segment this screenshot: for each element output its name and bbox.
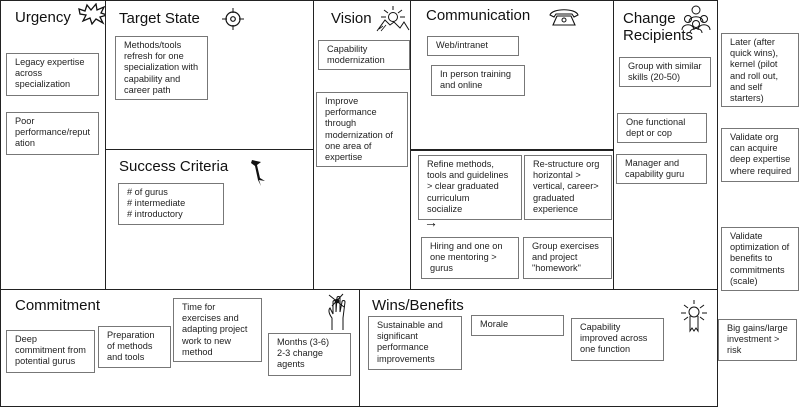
change-recipients-note: One functional dept or cop	[617, 113, 707, 143]
commitment-note: Deep commitment from potential gurus	[6, 330, 95, 373]
side-note: Validate optimization of benefits to com…	[721, 227, 799, 291]
communication-note: Web/intranet	[427, 36, 519, 56]
change-recipients-note: Group with similar skills (20-50)	[619, 57, 711, 87]
wins-benefits-note: Capability improved across one function	[571, 318, 664, 361]
target-state-title: Target State	[119, 10, 200, 27]
change-recipients-panel	[613, 0, 718, 291]
telephone-icon	[548, 7, 580, 27]
wins-benefits-title: Wins/Benefits	[372, 297, 464, 314]
urgency-note: Poor performance/reput ation	[6, 112, 99, 155]
commitment-note: Preparation of methods and tools	[98, 326, 171, 368]
arrow-right-icon: →	[424, 214, 438, 230]
sun-over-mountains-icon	[376, 5, 410, 33]
success-criteria-title: Success Criteria	[119, 158, 229, 175]
communication-note: Hiring and one on one mentoring > gurus	[421, 237, 519, 279]
vision-note: Capability modernization	[318, 40, 410, 70]
communication-note: Group exercises and project "homework"	[523, 237, 612, 279]
change-recipients-title: Change Recipients	[623, 10, 694, 44]
side-note: Validate org can acquire deep expertise …	[721, 128, 799, 182]
communication-note: Refine methods, tools and guidelines > c…	[418, 155, 522, 220]
crossed-fingers-hand-icon	[324, 292, 350, 332]
change-recipients-note: Manager and capability guru	[616, 154, 707, 184]
flag-pennant-icon	[250, 158, 268, 188]
people-group-icon	[680, 4, 712, 34]
vision-title: Vision	[331, 10, 372, 27]
communication-divider	[410, 149, 615, 151]
urgency-title: Urgency	[15, 9, 71, 26]
side-note: Big gains/large investment > risk	[718, 319, 797, 361]
wins-benefits-note: Morale	[471, 315, 564, 336]
commitment-title: Commitment	[15, 297, 101, 314]
explosion-burst-icon	[78, 3, 108, 25]
urgency-note: Legacy expertise across specialization	[6, 53, 99, 96]
commitment-note: Time for exercises and adapting project …	[173, 298, 262, 362]
communication-note: In person training and online	[431, 65, 525, 96]
crosshair-target-icon	[221, 7, 245, 31]
success-criteria-note: # of gurus # intermediate # introductory	[118, 183, 224, 225]
target-state-note: Methods/tools refresh for one specializa…	[115, 36, 208, 100]
communication-note: Re-structure org horizontal > vertical, …	[524, 155, 612, 220]
vision-note: Improve performance through modernizatio…	[316, 92, 408, 167]
wins-benefits-note: Sustainable and significant performance …	[368, 316, 462, 370]
commitment-note: Months (3-6) 2-3 change agents	[268, 333, 351, 376]
communication-title: Communication	[426, 7, 531, 24]
side-note: Later (after quick wins), kernel (pilot …	[721, 33, 799, 107]
award-ribbon-icon	[679, 299, 709, 337]
